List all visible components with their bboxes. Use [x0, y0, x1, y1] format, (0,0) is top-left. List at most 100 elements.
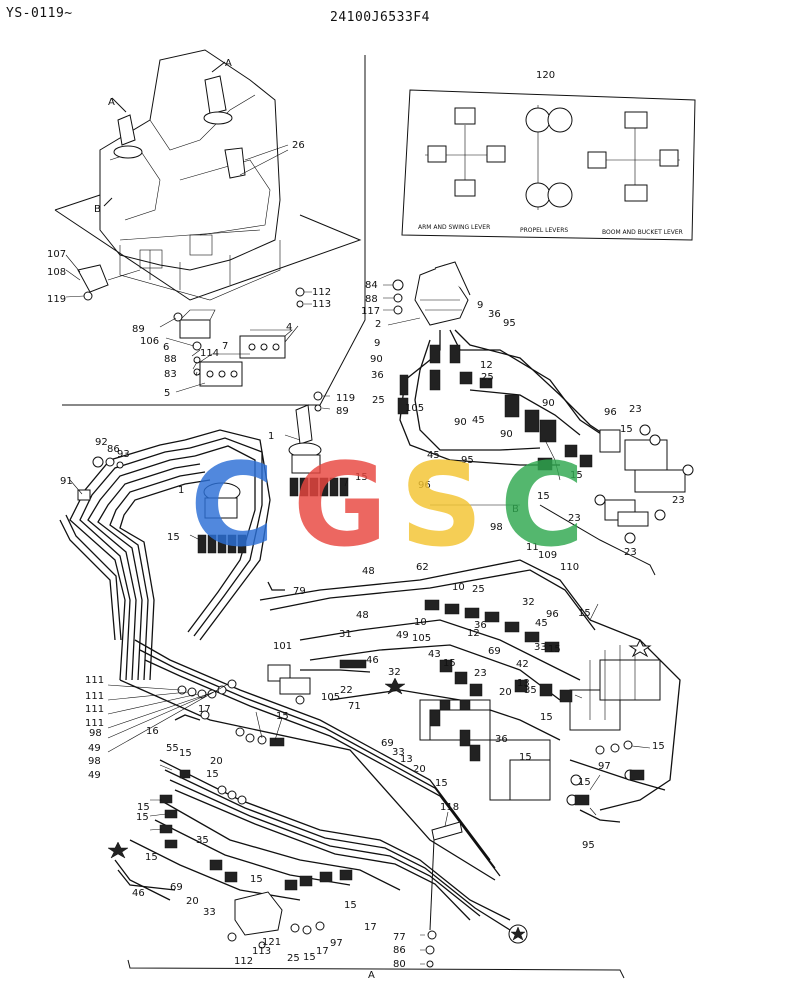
callout-22: 22: [340, 685, 353, 696]
callout-49b: 49: [88, 743, 101, 754]
callout-15t: 15: [250, 874, 263, 885]
view-letter-b-2: B: [512, 504, 519, 515]
callout-92: 92: [95, 437, 108, 448]
callout-80: 80: [393, 959, 406, 970]
callout-1b: 1: [178, 485, 184, 496]
callout-32a: 32: [522, 597, 535, 608]
callout-1a: 1: [268, 431, 274, 442]
watermark-letter-3: S: [400, 439, 483, 573]
callout-17a: 17: [198, 704, 211, 715]
callout-105c: 105: [321, 692, 340, 703]
callout-23a: 23: [629, 404, 642, 415]
callout-15k: 15: [435, 778, 448, 789]
callout-9a: 9: [477, 300, 483, 311]
callout-96c: 96: [546, 609, 559, 620]
callout-15n: 15: [276, 711, 289, 722]
callout-17c: 17: [316, 946, 329, 957]
callout-35a: 35: [524, 685, 537, 696]
callout-42: 42: [516, 659, 529, 670]
callout-113b: 113: [252, 946, 271, 957]
callout-25b: 25: [372, 395, 385, 406]
propel-pedal-assembly: [383, 261, 694, 576]
callout-98c: 98: [88, 756, 101, 767]
callout-25d: 25: [287, 953, 300, 964]
series-code: YS-0119~: [6, 6, 73, 21]
callout-20a: 20: [499, 687, 512, 698]
callout-35b: 35: [196, 835, 209, 846]
callout-106: 106: [140, 336, 159, 347]
callout-112b: 112: [234, 956, 253, 967]
callout-118: 118: [440, 802, 459, 813]
callout-12b: 12: [467, 628, 480, 639]
callout-12a: 12: [480, 360, 493, 371]
view-letter-a-2: A: [225, 58, 232, 69]
callout-114: 114: [200, 348, 219, 359]
callout-4: 4: [286, 322, 292, 333]
callout-111a: 111: [85, 675, 104, 686]
callout-23e: 23: [474, 668, 487, 679]
callout-119a: 119: [47, 294, 66, 305]
callout-95a: 95: [503, 318, 516, 329]
callout-10b: 10: [414, 617, 427, 628]
callout-16: 16: [146, 726, 159, 737]
callout-90a: 90: [370, 354, 383, 365]
callout-86b: 86: [393, 945, 406, 956]
callout-2: 2: [375, 319, 381, 330]
callout-15c: 15: [537, 491, 550, 502]
callout-111b: 111: [85, 691, 104, 702]
callout-89a: 89: [132, 324, 145, 335]
callout-48a: 48: [362, 566, 375, 577]
callout-46a: 46: [366, 655, 379, 666]
callout-69b: 69: [381, 738, 394, 749]
part-number: 24100J6533F4: [330, 10, 430, 25]
callout-95c: 95: [582, 840, 595, 851]
decal-ref: 120: [536, 70, 555, 81]
cab-assembly-view: [54, 49, 366, 406]
callout-25c: 25: [472, 584, 485, 595]
callout-111c: 111: [85, 704, 104, 715]
callout-15q: 15: [137, 802, 150, 813]
callout-93: 93: [117, 449, 130, 460]
callout-84: 84: [365, 280, 378, 291]
watermark-letter-2: G: [293, 439, 387, 573]
callout-15d: 15: [167, 532, 180, 543]
callout-11: 11: [526, 542, 539, 553]
decal-caption-arm: ARM AND SWING LEVER: [418, 224, 490, 231]
callout-55: 55: [166, 743, 179, 754]
view-letter-b-1: B: [94, 204, 101, 215]
callout-31: 31: [339, 629, 352, 640]
callout-36c: 36: [474, 620, 487, 631]
decal-caption-boom: BOOM AND BUCKET LEVER: [602, 229, 683, 236]
callout-62: 62: [416, 562, 429, 573]
callout-36a: 36: [488, 309, 501, 320]
callout-15i: 15: [540, 712, 553, 723]
callout-45b: 45: [427, 450, 440, 461]
callout-25a: 25: [481, 372, 494, 383]
callout-88a: 88: [164, 354, 177, 365]
view-letters: A A B B A: [94, 58, 519, 981]
callout-6: 6: [163, 342, 169, 353]
callout-105a: 105: [405, 403, 424, 414]
callout-113a: 113: [312, 299, 331, 310]
callout-17b: 17: [364, 922, 377, 933]
lever-pattern-decal: 120 ARM AND SWING LEVER PROPEL LEVERS BO…: [401, 70, 696, 241]
callout-121: 121: [262, 937, 281, 948]
callout-13a: 13: [517, 678, 530, 689]
callout-9b: 9: [374, 338, 380, 349]
callout-105b: 105: [412, 633, 431, 644]
callout-48b: 48: [356, 610, 369, 621]
callout-15e: 15: [355, 472, 368, 483]
callout-49c: 49: [88, 770, 101, 781]
callout-71: 71: [348, 701, 361, 712]
callout-20c: 20: [210, 756, 223, 767]
callout-90d: 90: [542, 398, 555, 409]
callout-88b: 88: [365, 294, 378, 305]
callout-15u: 15: [344, 900, 357, 911]
callout-15o: 15: [179, 748, 192, 759]
callout-15p: 15: [206, 769, 219, 780]
callout-33b: 33: [392, 747, 405, 758]
callout-117: 117: [361, 306, 380, 317]
watermark: C G S C: [190, 439, 584, 573]
callout-23b: 23: [672, 495, 685, 506]
